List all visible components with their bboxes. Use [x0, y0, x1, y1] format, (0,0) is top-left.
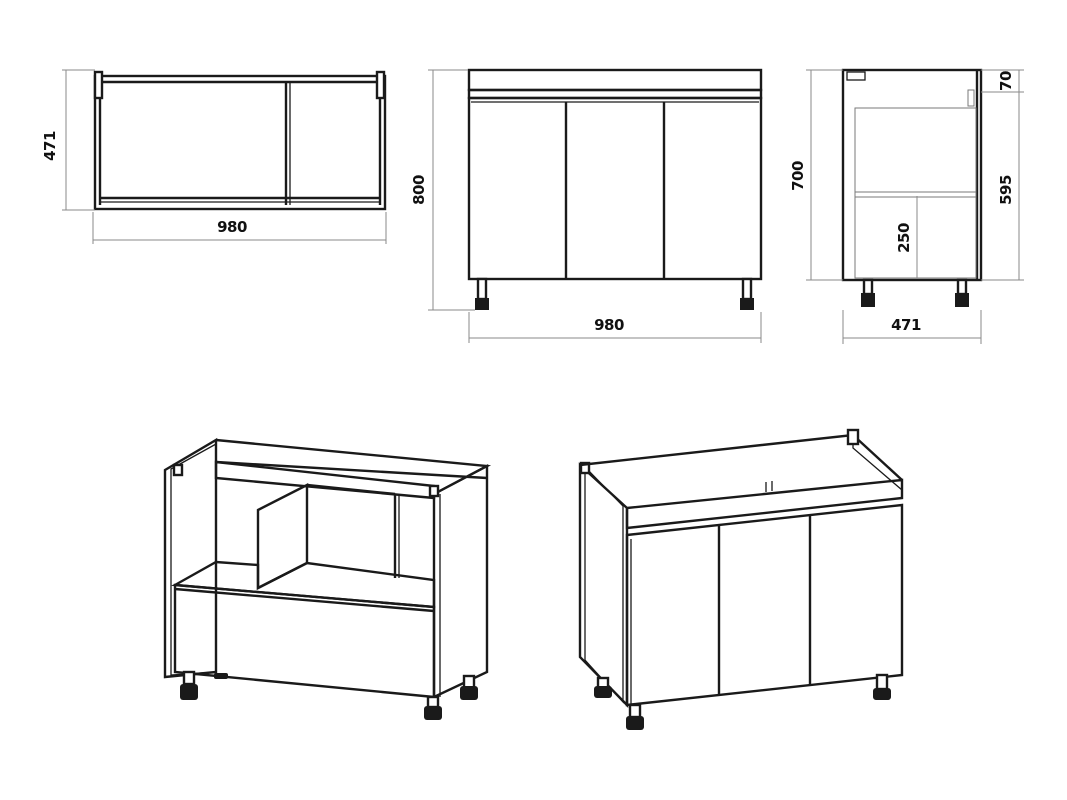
dim-side-view-height: 700 — [789, 161, 807, 191]
dim-side-view-depth: 471 — [891, 316, 921, 334]
dim-top-view-width: 980 — [217, 218, 247, 236]
iso-back-left-bracket — [172, 463, 184, 477]
side-view-bracket — [846, 71, 866, 81]
side-view-foot-right — [955, 293, 969, 307]
iso-back-left-panel-inner — [170, 442, 217, 676]
front-view-foot-right — [740, 298, 754, 310]
iso-back-bottom-edge — [174, 587, 435, 613]
top-view-left-bracket — [93, 70, 104, 100]
iso-back-leg-1 — [182, 670, 196, 686]
top-view: 471 980 — [41, 69, 387, 244]
front-view-body — [467, 96, 763, 281]
iso-back-divider-top — [306, 483, 396, 496]
iso-back-foot-4 — [214, 673, 228, 679]
iso-back-right-panel — [432, 464, 489, 699]
iso-back-divider — [256, 483, 309, 590]
iso-front-left-bracket — [579, 461, 591, 475]
iso-front-foot-3 — [873, 688, 891, 700]
iso-back-view — [163, 437, 492, 720]
dim-side-view-inner-height: 595 — [997, 175, 1015, 205]
iso-back-left-panel — [163, 437, 218, 679]
iso-front-left-panel — [578, 462, 629, 708]
dim-top-view-depth: 471 — [41, 131, 59, 161]
iso-back-top-rail-back — [215, 460, 488, 480]
iso-front-leg-2 — [628, 703, 642, 719]
iso-front-foot-1 — [594, 686, 612, 698]
dim-side-view-top-offset: 70 — [997, 71, 1015, 91]
iso-front-left-panel-inner — [584, 465, 624, 704]
iso-front-foot-2 — [626, 716, 644, 730]
iso-back-foot-2 — [424, 706, 442, 720]
side-view-leg-right — [956, 278, 968, 296]
iso-front-right-bracket — [846, 428, 860, 446]
iso-back-shelf — [171, 560, 436, 609]
iso-front-leg-3 — [875, 673, 889, 691]
iso-back-right-bracket — [428, 484, 440, 498]
side-view-handle — [967, 89, 975, 107]
front-view-leg-right — [741, 277, 753, 301]
side-view: 700 70 595 250 471 — [789, 68, 1024, 344]
front-view-foot-left — [475, 298, 489, 310]
iso-front-view — [578, 428, 904, 730]
iso-back-bottom-panel — [173, 583, 436, 699]
iso-front-top-rail — [625, 478, 904, 530]
iso-front-doors — [625, 503, 904, 707]
iso-back-leg-2 — [426, 695, 440, 709]
front-view-leg-left — [476, 277, 488, 301]
top-view-right-bracket — [375, 70, 386, 100]
side-view-outline — [841, 68, 983, 282]
front-view: 800 980 — [410, 68, 763, 343]
side-view-leg-left — [862, 278, 874, 296]
front-view-top — [467, 68, 763, 92]
side-view-inner — [854, 107, 977, 279]
dim-front-view-height: 800 — [410, 175, 428, 205]
top-view-outline — [93, 74, 387, 211]
dim-front-view-width: 980 — [594, 316, 624, 334]
side-view-foot-left — [861, 293, 875, 307]
iso-back-foot-1 — [180, 684, 198, 700]
dim-side-view-shelf-height: 250 — [895, 223, 913, 253]
iso-back-foot-3 — [460, 686, 478, 700]
